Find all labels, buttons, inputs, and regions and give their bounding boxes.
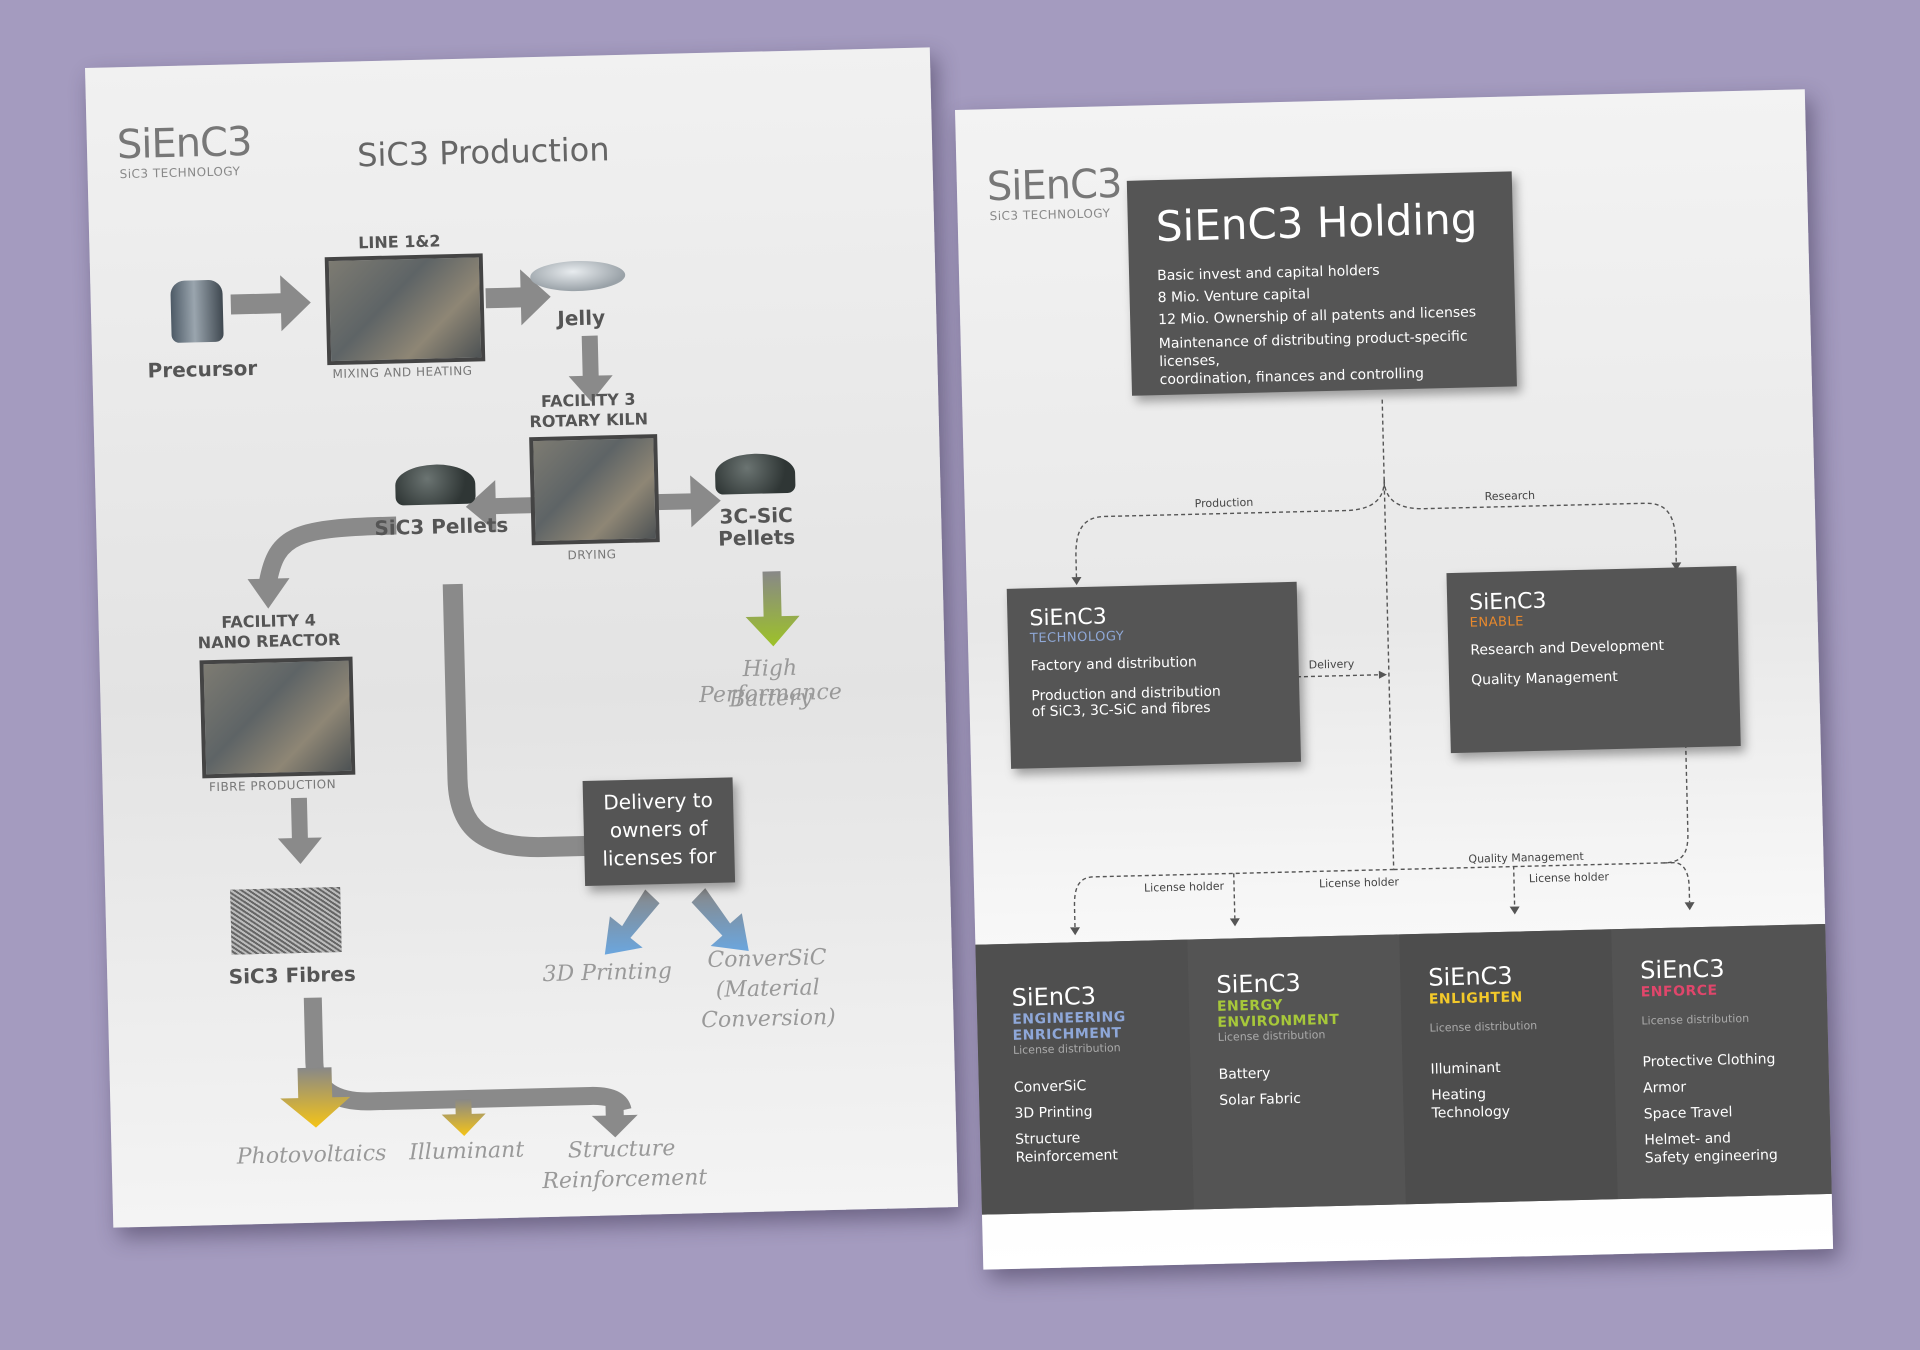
connector-license-2 xyxy=(1233,873,1236,919)
enable-line-2: Quality Management xyxy=(1470,668,1618,689)
sic3-pellets-icon xyxy=(394,463,476,506)
label-line: LINE 1&2 xyxy=(357,231,441,253)
label-drying: DRYING xyxy=(567,547,617,563)
column-enlighten-sub1: ENLIGHTEN xyxy=(1428,989,1523,1008)
curve-fibres xyxy=(303,997,632,1114)
line-photo xyxy=(324,253,486,366)
delivery-line-3: licenses for xyxy=(602,843,717,871)
column-enforce-name: SiEnC3 xyxy=(1639,954,1725,985)
column-enforce-sub1: ENFORCE xyxy=(1640,982,1718,1001)
column-energy: SiEnC3 ENERGY ENVIRONMENT License distri… xyxy=(1187,934,1406,1210)
connector-research xyxy=(1383,479,1677,563)
arrow-illuminant xyxy=(441,1098,486,1137)
column-enlighten-item-1: Illuminant xyxy=(1430,1059,1501,1078)
arrow-jelly-kiln xyxy=(568,335,613,402)
column-enforce: SiEnC3 ENFORCE License distribution Prot… xyxy=(1611,923,1832,1200)
logo-subtitle: SiC3 TECHNOLOGY xyxy=(119,164,241,182)
label-conversic-1: ConverSiC xyxy=(707,945,827,974)
production-arrows xyxy=(230,269,800,1138)
label-structure-2: Reinforcement xyxy=(542,1165,708,1195)
connector-license-4 xyxy=(1663,861,1691,903)
curve-sic3-delivery xyxy=(442,583,605,858)
holding-connectors xyxy=(1070,399,1695,936)
label-sic3-pellets: SiC3 Pellets xyxy=(374,512,509,541)
production-sheet: SiEnC3 SiC3 TECHNOLOGY SiC3 Production P… xyxy=(85,47,959,1228)
arrow-photovoltaics xyxy=(280,1067,351,1128)
column-enlighten: SiEnC3 ENLIGHTEN License distribution Il… xyxy=(1399,929,1618,1205)
label-photovoltaics: Photovoltaics xyxy=(236,1140,387,1170)
column-energy-item-1: Battery xyxy=(1218,1065,1271,1083)
label-illuminant: Illuminant xyxy=(408,1137,525,1166)
column-engineering: SiEnC3 ENGINEERING ENRICHMENT License di… xyxy=(975,939,1194,1215)
arrow-structure xyxy=(591,1105,638,1138)
holding-sheet: SiEnC3 SiC3 TECHNOLOGY SiEnC3 Holding Ba… xyxy=(955,89,1834,1270)
edge-label-production: Production xyxy=(1194,495,1254,511)
fibres-image xyxy=(230,887,342,955)
column-energy-item-2: Solar Fabric xyxy=(1219,1090,1302,1109)
label-conversic-3: Conversion) xyxy=(700,1004,836,1034)
connector-license-1 xyxy=(1073,868,1394,928)
technology-box: SiEnC3 TECHNOLOGY Factory and distributi… xyxy=(1006,581,1302,769)
edge-label-license-1: License holder xyxy=(1143,879,1225,895)
precursor-jar-icon xyxy=(170,279,224,343)
logo: SiEnC3 xyxy=(116,118,252,169)
holding-box: SiEnC3 Holding Basic invest and capital … xyxy=(1126,171,1517,396)
column-enlighten-name: SiEnC3 xyxy=(1427,961,1513,992)
label-3d-printing: 3D Printing xyxy=(542,958,673,988)
column-engineering-name: SiEnC3 xyxy=(1011,981,1097,1012)
edge-label-delivery: Delivery xyxy=(1308,657,1355,672)
license-band: SiEnC3 ENGINEERING ENRICHMENT License di… xyxy=(975,923,1832,1215)
enable-line-1: Research and Development xyxy=(1470,637,1665,659)
label-sic3-fibres: SiC3 Fibres xyxy=(228,961,356,989)
delivery-line-1: Delivery to xyxy=(603,787,714,815)
column-enforce-item-3: Space Travel xyxy=(1643,1104,1733,1123)
label-jelly: Jelly xyxy=(557,305,606,331)
label-structure-1: Structure xyxy=(567,1135,676,1164)
label-battery-2: Battery xyxy=(728,685,813,713)
arrow-kiln-sic3 xyxy=(465,480,537,533)
logo-subtitle: SiC3 TECHNOLOGY xyxy=(989,206,1111,224)
connector-license-3 xyxy=(1393,865,1516,907)
edge-label-license-3: License holder xyxy=(1528,870,1610,886)
connector-delivery xyxy=(1268,673,1384,679)
logo: SiEnC3 xyxy=(986,160,1122,211)
column-engineering-item-4: Reinforcement xyxy=(1015,1147,1119,1166)
3c-pellets-icon xyxy=(714,452,796,495)
column-enlighten-item-3: Technology xyxy=(1431,1103,1511,1122)
kiln-photo xyxy=(529,434,660,546)
column-enlighten-muted: License distribution xyxy=(1429,1019,1538,1035)
technology-line-1: Factory and distribution xyxy=(1030,654,1197,675)
holding-title: SiEnC3 Holding xyxy=(1155,194,1478,252)
connector-trunk xyxy=(1381,399,1395,870)
arrow-delivery-conversic xyxy=(691,888,749,952)
edge-label-license-2: License holder xyxy=(1318,875,1400,891)
arrow-3c-battery xyxy=(745,571,800,647)
column-energy-name: SiEnC3 xyxy=(1216,968,1302,999)
page-title: SiC3 Production xyxy=(356,130,610,175)
label-precursor: Precursor xyxy=(147,355,258,383)
curve-sic3-facility4 xyxy=(258,516,397,586)
edge-label-research: Research xyxy=(1484,488,1536,504)
column-engineering-item-2: 3D Printing xyxy=(1014,1103,1093,1122)
reactor-photo xyxy=(199,656,356,779)
connector-quality xyxy=(1513,732,1689,868)
column-enforce-item-5: Safety engineering xyxy=(1644,1147,1778,1167)
column-enforce-item-2: Armor xyxy=(1642,1079,1687,1097)
column-enforce-item-1: Protective Clothing xyxy=(1642,1051,1776,1071)
delivery-box: Delivery to owners of licenses for xyxy=(582,777,736,887)
label-3c-pellets: Pellets xyxy=(717,524,796,551)
arrow-kiln-3c xyxy=(655,475,721,528)
enable-box: SiEnC3 ENABLE Research and Development Q… xyxy=(1446,566,1741,754)
column-enforce-muted: License distribution xyxy=(1641,1011,1750,1028)
arrow-facility4-fibres xyxy=(277,797,322,864)
label-conversic-2: (Material xyxy=(715,975,820,1003)
connector-production xyxy=(1075,479,1385,578)
arrow-delivery-3d xyxy=(604,889,660,955)
delivery-line-2: owners of xyxy=(609,816,708,843)
arrow-precursor-line xyxy=(230,275,311,332)
column-engineering-item-1: ConverSiC xyxy=(1013,1078,1087,1096)
